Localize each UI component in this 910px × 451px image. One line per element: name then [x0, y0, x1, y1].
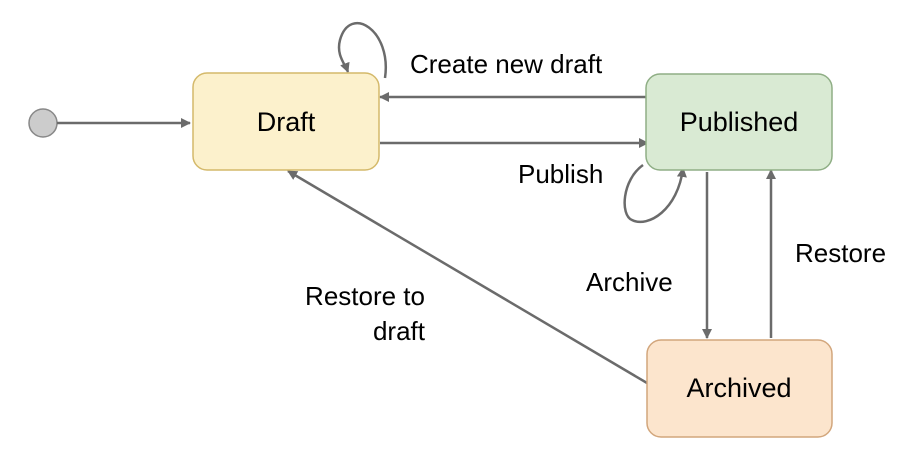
state-draft-box [192, 72, 380, 171]
state-archived-box [646, 339, 833, 438]
state-published: Published [645, 73, 833, 171]
state-draft: Draft [192, 72, 380, 171]
state-draft-label: Draft [257, 107, 316, 137]
draft-self-loop-arrow [337, 21, 388, 79]
published-self-loop-arrow [623, 163, 687, 223]
label-restore: Restore [795, 238, 886, 268]
state-published-label: Published [680, 107, 799, 137]
label-restore-to-draft-line2: draft [373, 316, 426, 346]
label-archive: Archive [586, 267, 673, 297]
state-archived-label: Archived [686, 373, 791, 403]
label-create-new-draft: Create new draft [410, 49, 603, 79]
state-archived: Archived [646, 339, 833, 438]
label-publish: Publish [518, 159, 603, 189]
state-published-box [645, 73, 833, 171]
initial-state-dot [28, 108, 58, 138]
label-restore-to-draft-line1: Restore to [305, 281, 425, 311]
restore-to-draft-arrow [287, 169, 648, 385]
